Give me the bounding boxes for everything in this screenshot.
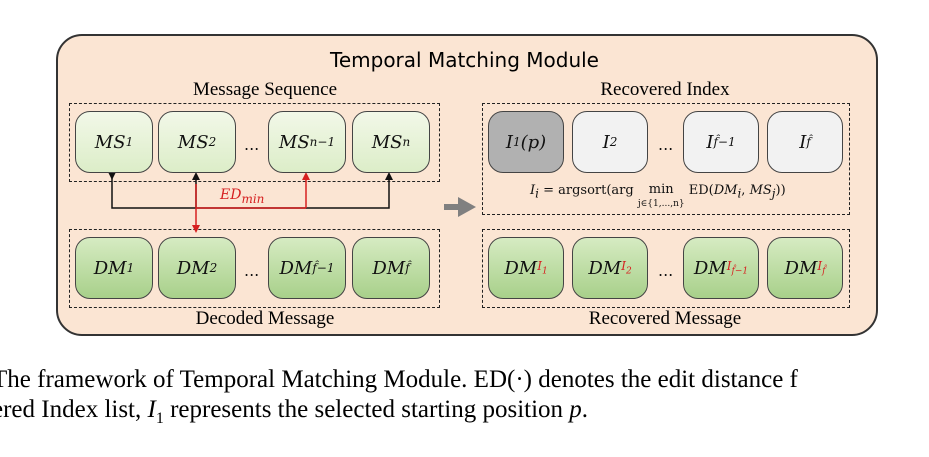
dm-ellipsis: ... [244, 261, 260, 280]
message-sequence-group [69, 103, 440, 182]
recovered-index-group [482, 103, 850, 215]
ms-ellipsis: ... [244, 135, 260, 154]
decoded-message-label: Decoded Message [195, 308, 335, 329]
figure-caption-line-2: ered Index list, I1 represents the selec… [0, 396, 589, 427]
transition-arrow [444, 197, 476, 217]
decoded-message-group [69, 229, 440, 308]
ed-min-label: EDmin [220, 187, 265, 206]
index-ellipsis: ... [658, 135, 674, 154]
message-sequence-label: Message Sequence [192, 79, 338, 100]
module-title: Temporal Matching Module [330, 48, 599, 72]
figure-caption-line-1: The framework of Temporal Matching Modul… [0, 366, 798, 393]
recovered-index-label: Recovered Index [600, 79, 730, 100]
recovered-message-label: Recovered Message [588, 308, 742, 329]
red-min-distance-connector [192, 172, 310, 233]
recovered-ellipsis: ... [658, 261, 674, 280]
recovered-message-group [482, 229, 850, 308]
